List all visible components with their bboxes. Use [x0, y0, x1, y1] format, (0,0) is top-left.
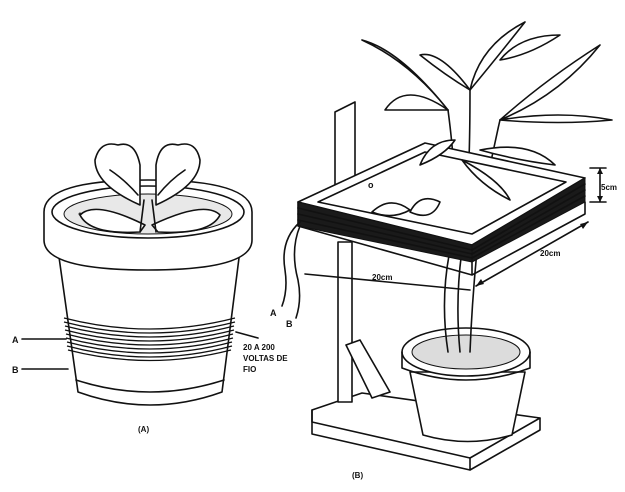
pot-b-soil — [411, 334, 521, 370]
wire-label-a: A — [12, 335, 19, 345]
pot-a-body — [57, 249, 241, 406]
figure-b: o A B 5cm 20cm 20cm — [270, 21, 617, 480]
pot-b-body — [409, 371, 526, 443]
wire-b-a — [281, 221, 301, 307]
dim-height-label: 5cm — [601, 183, 617, 192]
caption-a: (A) — [138, 425, 149, 434]
plant-b-foliage — [361, 21, 613, 201]
wire-label-b: B — [12, 365, 19, 375]
dim-depth-label: 20cm — [540, 249, 560, 258]
coil-note-line2: VOLTAS DE — [243, 354, 288, 363]
wire-b-label-b: B — [286, 319, 293, 329]
leaf — [409, 197, 441, 217]
coil-note-line1: 20 A 200 — [243, 343, 275, 352]
caption-b: (B) — [352, 471, 363, 480]
dim-width-label: 20cm — [372, 273, 392, 282]
dim-width — [304, 273, 471, 291]
dim-depth — [475, 221, 589, 287]
stand-post — [337, 241, 353, 403]
coil-note-line3: FIO — [243, 365, 256, 374]
pot-a-coil — [63, 317, 236, 362]
figure-a: A B 20 A 200 VOLTAS DE FIO (A) — [12, 143, 288, 434]
plant-a — [79, 143, 221, 234]
pot-a-base-line — [75, 379, 225, 393]
wire-b-b — [293, 225, 301, 319]
coil-note-leader — [235, 331, 259, 339]
box-small-mark: o — [368, 180, 374, 190]
leaf — [371, 202, 411, 217]
stand-brace — [345, 339, 391, 399]
wire-b-label-a: A — [270, 308, 277, 318]
